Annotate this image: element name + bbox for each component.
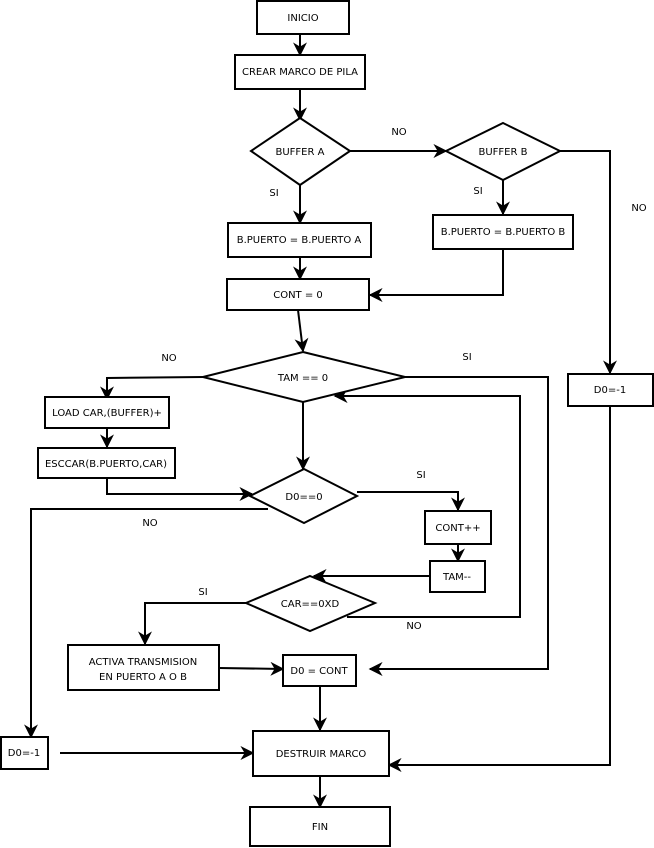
node-d0-neg-right[interactable] — [567, 373, 654, 407]
decision-buffer-b-label: BUFFER B — [479, 147, 528, 158]
decision-tam-zero-label: TAM == 0 — [277, 373, 328, 384]
edge-cont-tam — [294, 309, 309, 353]
node-load-car-label: LOAD CAR,(BUFFER)+ — [52, 408, 162, 419]
node-esccar[interactable] — [37, 447, 176, 479]
decision-d0-zero[interactable] — [247, 467, 360, 525]
edge-label-d0-si: SI — [416, 470, 425, 481]
node-load-car[interactable] — [44, 396, 170, 429]
node-crear-marco[interactable] — [234, 54, 366, 90]
edge-label-tam-si: SI — [462, 352, 471, 363]
node-puerto-a[interactable] — [227, 222, 372, 258]
decision-car-0xd[interactable] — [243, 574, 378, 633]
node-puerto-a-label: B.PUERTO = B.PUERTO A — [237, 235, 362, 246]
node-fin[interactable] — [249, 806, 391, 847]
edge-puertob-cont — [368, 249, 504, 302]
node-esccar-label: ESCCAR(B.PUERTO,CAR) — [45, 459, 167, 470]
node-cont-zero[interactable] — [226, 278, 370, 311]
edge-label-buffer-b-no: NO — [631, 203, 646, 214]
edges — [24, 34, 617, 809]
edge-tam-si — [368, 376, 549, 676]
node-activa[interactable] — [67, 644, 220, 691]
node-destruir-label: DESTRUIR MARCO — [276, 749, 367, 760]
decision-tam-zero[interactable] — [202, 350, 406, 404]
node-d0-cont[interactable] — [282, 654, 357, 687]
node-tam-dec[interactable] — [429, 560, 486, 593]
node-cont-zero-label: CONT = 0 — [273, 290, 323, 301]
node-d0-neg-left-label: D0=-1 — [8, 748, 40, 759]
edge-label-d0-no: NO — [142, 518, 157, 529]
node-d0-neg-right-label: D0=-1 — [594, 385, 626, 396]
edge-label-buffer-a-no: NO — [391, 127, 406, 138]
node-d0-neg-left[interactable] — [0, 736, 49, 770]
decision-buffer-a[interactable] — [249, 116, 352, 187]
node-inicio-label: INICIO — [287, 13, 318, 24]
edge-d0-no — [24, 508, 268, 739]
edge-activa-d0cont — [218, 661, 285, 676]
edge-car-activa — [138, 602, 247, 646]
edge-d0negright-destruir — [387, 406, 611, 772]
edge-tam-load — [100, 376, 204, 401]
node-activa-label-2: EN PUERTO A O B — [99, 672, 187, 683]
edge-label-buffer-a-si: SI — [269, 188, 278, 199]
node-d0-cont-label: D0 = CONT — [290, 666, 348, 677]
node-inicio[interactable] — [256, 0, 350, 35]
decision-car-0xd-label: CAR==0XD — [281, 599, 340, 610]
node-fin-label: FIN — [312, 822, 328, 833]
node-cont-inc[interactable] — [424, 510, 492, 545]
edge-d0-continc — [357, 491, 465, 512]
edge-label-buffer-b-si: SI — [473, 186, 482, 197]
edge-labels: NO SI SI NO NO SI SI NO SI NO — [142, 127, 646, 632]
edge-bufferb-d0neg — [560, 150, 617, 375]
decision-d0-zero-label: D0==0 — [285, 492, 322, 503]
edge-label-tam-no: NO — [161, 353, 176, 364]
node-tam-dec-label: TAM-- — [442, 572, 471, 583]
edge-label-car-si: SI — [198, 587, 207, 598]
edge-car-loop — [333, 389, 521, 618]
decision-buffer-a-label: BUFFER A — [276, 147, 325, 158]
decision-buffer-b[interactable] — [443, 121, 563, 182]
node-cont-inc-label: CONT++ — [435, 523, 480, 534]
node-crear-marco-label: CREAR MARCO DE PILA — [242, 67, 358, 78]
node-activa-label-1: ACTIVA TRANSMISION — [89, 657, 197, 668]
edge-esccar-d0 — [106, 478, 254, 501]
edge-label-car-no: NO — [406, 621, 421, 632]
node-puerto-b-label: B.PUERTO = B.PUERTO B — [441, 227, 566, 238]
node-puerto-b[interactable] — [432, 214, 574, 250]
node-destruir[interactable] — [252, 730, 390, 777]
